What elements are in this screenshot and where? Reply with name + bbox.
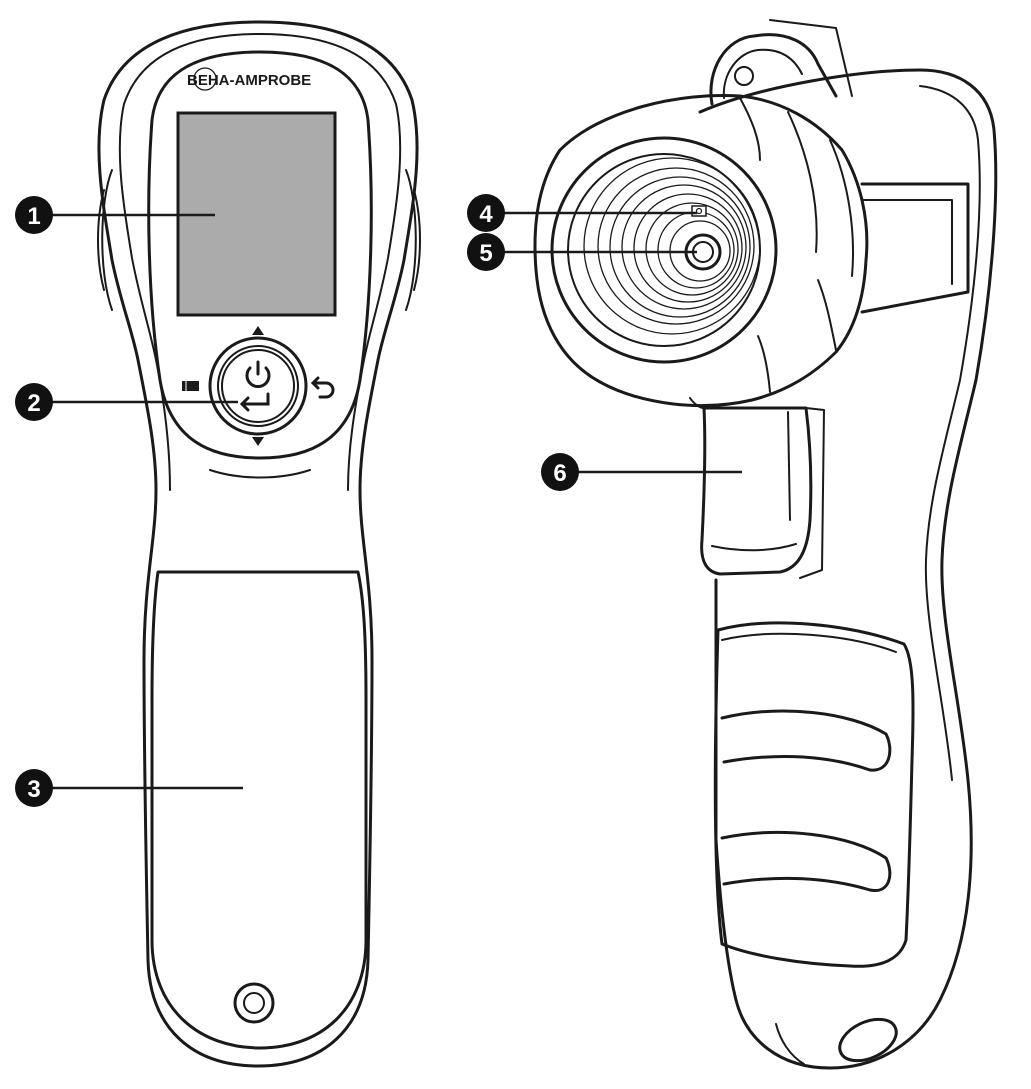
lens-rings [550,136,778,364]
callout-3-label: 3 [27,776,40,803]
lanyard-hole [734,66,754,86]
callout-5-label: 5 [479,240,492,267]
lens-housing-knurl [533,93,869,408]
bottom-screw [233,982,275,1024]
front-face-bezel [147,50,373,460]
power-icon [245,360,271,388]
brand-logo: BEHA-AMPROBE [187,67,311,91]
brand-logo-text: BEHA-AMPROBE [187,72,311,89]
front-right-grip [405,169,417,311]
trigger[interactable] [700,406,813,576]
handle-grip-panel [150,570,368,1050]
grip-panel [713,621,915,968]
callout-2-label: 2 [27,390,40,417]
triangle-up-icon[interactable] [252,326,264,335]
front-left-grip [101,169,113,311]
grip-slot-lower [720,831,892,892]
callout-1: 1 [15,196,53,234]
front-body-outline [97,20,419,1068]
side-body-outline [698,68,998,1070]
callout-1-label: 1 [27,203,40,230]
triangle-down-icon[interactable] [252,437,264,446]
front-view-device: BEHA-AMPROBE [97,20,421,1068]
callout-6: 6 [541,453,579,491]
enter-icon [239,392,270,412]
menu-icon[interactable] [182,381,199,391]
side-view-device [533,19,998,1070]
camera-icon [691,205,707,217]
grip-slot-upper [720,709,892,772]
side-block [860,182,970,314]
leader-lines [40,211,742,790]
callout-4: 4 [467,194,505,232]
logo-gear-icon [193,67,217,91]
callout-4-label: 4 [479,201,493,228]
callout-2: 2 [15,383,53,421]
top-hook [709,33,838,106]
back-arrow-icon[interactable] [310,376,335,399]
navigation-button[interactable] [208,336,308,436]
callout-5: 5 [467,233,505,271]
callout-3: 3 [15,769,53,807]
bottom-port [838,1017,898,1063]
callout-6-label: 6 [553,460,566,487]
